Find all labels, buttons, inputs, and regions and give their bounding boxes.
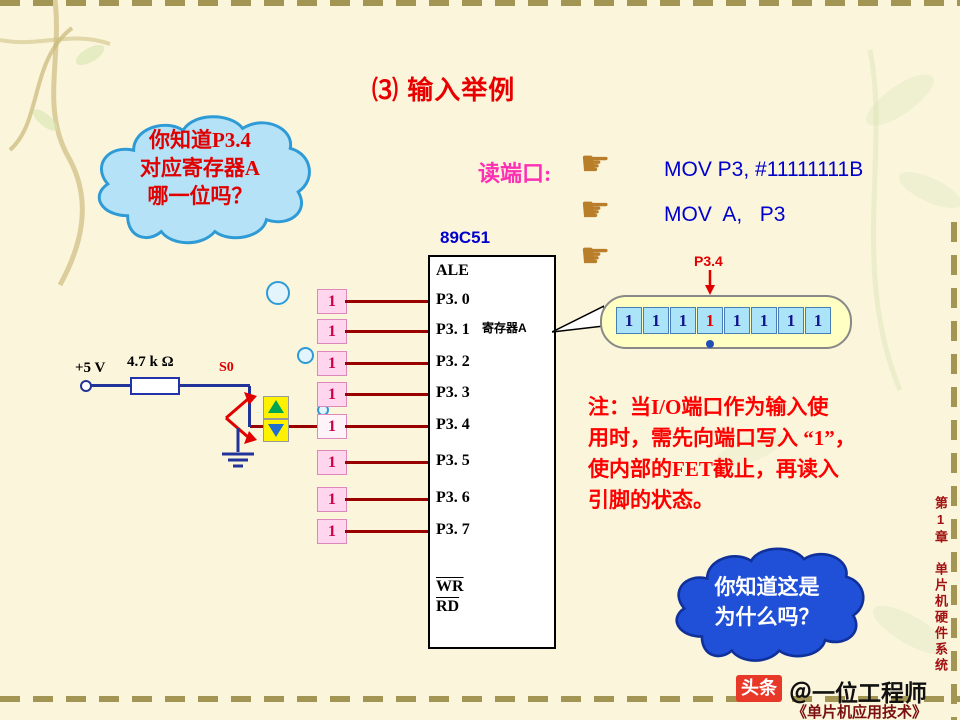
read-port-label: 读端口: xyxy=(478,161,552,186)
wire-resistor-to-node xyxy=(178,384,250,387)
pin-label-p3-0: P3. 0 xyxy=(436,291,470,308)
wire-p3-7 xyxy=(345,530,428,533)
footer-handle: ＠一位工程师 xyxy=(789,680,927,706)
note-line-2: 用时，需先向端口写入 “1”， xyxy=(588,426,856,450)
top-dash-border xyxy=(0,0,960,6)
wire-p3-4 xyxy=(345,425,428,428)
chapter-sidebar-text: 第1章 单片机硬件系统 xyxy=(933,496,948,674)
switch-toggle-icon xyxy=(225,392,257,444)
register-bit-0: 1 xyxy=(805,307,831,334)
pin-label-p3-2: P3. 2 xyxy=(436,353,470,370)
toutiao-logo: 头条 xyxy=(736,675,782,702)
toggle-up-button xyxy=(263,396,289,419)
switch-label: S0 xyxy=(219,360,234,375)
register-bit-7: 1 xyxy=(616,307,642,334)
register-a-label: 寄存器A xyxy=(482,321,527,335)
question-cloud-text: 你知道P3.4 对应寄存器A 哪一位吗？ xyxy=(100,126,300,210)
pin-label-p3-6: P3. 6 xyxy=(436,489,470,506)
wire-node-down xyxy=(248,386,251,427)
pin-label-ale: ALE xyxy=(436,262,469,279)
register-bit-1: 1 xyxy=(778,307,804,334)
register-bits-row: 1 1 1 1 1 1 1 1 xyxy=(616,307,831,334)
register-bit-6: 1 xyxy=(643,307,669,334)
resistor-label: 4.7 k Ω xyxy=(127,354,174,370)
answer-cloud-shape xyxy=(675,547,865,662)
pin-label-p3-3: P3. 3 xyxy=(436,384,470,401)
cloud-tail-bubble-large xyxy=(266,281,290,305)
pin-value-box-5: 1 xyxy=(317,450,347,475)
cloud-tail-bubble-medium xyxy=(297,347,314,364)
toggle-down-button xyxy=(263,419,289,442)
question-line-3: 哪一位吗？ xyxy=(147,184,253,208)
hand-pointer-icon: ☛ xyxy=(580,237,611,275)
pin-label-p3-7: P3. 7 xyxy=(436,521,470,538)
footer-book-title: 《单片机应用技术》 xyxy=(792,705,928,720)
question-line-1: 你知道P3.4 xyxy=(148,128,252,152)
pin-label-p3-4: P3. 4 xyxy=(436,416,470,433)
note-block: 注：当I/O端口作为输入使 用时，需先向端口写入 “1”， 使内部的FET截止，… xyxy=(588,392,940,516)
wire-p3-1 xyxy=(345,330,428,333)
bottom-dash-border xyxy=(0,696,960,702)
pin-value-box-4: 1 xyxy=(317,414,347,439)
pin-value-box-6: 1 xyxy=(317,487,347,512)
chip-name-label: 89C51 xyxy=(440,228,491,247)
answer-cloud-text: 你知道这是 为什么吗？ xyxy=(660,572,874,632)
register-bit-4-highlight: 1 xyxy=(697,307,723,334)
corner-branch-decoration xyxy=(0,0,111,287)
pin-value-box-3: 1 xyxy=(317,382,347,407)
p3-4-arrow-down-icon xyxy=(705,270,715,295)
down-arrow-icon xyxy=(268,424,284,437)
note-line-1: 注：当I/O端口作为输入使 xyxy=(588,395,829,419)
vcc-label: +5 V xyxy=(75,360,106,376)
ground-icon xyxy=(222,428,254,468)
up-arrow-icon xyxy=(268,400,284,413)
wire-p3-2 xyxy=(345,362,428,365)
hand-pointer-icon: ☛ xyxy=(580,145,611,183)
wire-p3-5 xyxy=(345,461,428,464)
wire-p3-6 xyxy=(345,498,428,501)
bit-marker-dot xyxy=(706,340,714,348)
pin-label-wr: WR xyxy=(436,578,464,595)
note-line-3: 使内部的FET截止，再读入 xyxy=(588,457,839,481)
register-callout-beak xyxy=(552,305,604,333)
wire-p3-0 xyxy=(345,300,428,303)
question-line-2: 对应寄存器A xyxy=(139,156,261,180)
register-bit-5: 1 xyxy=(670,307,696,334)
pin-value-box-2: 1 xyxy=(317,351,347,376)
answer-line-1: 你知道这是 xyxy=(714,575,820,599)
pin-value-box-0: 1 xyxy=(317,289,347,314)
question-cloud-shape xyxy=(97,115,311,245)
pin-value-box-7: 1 xyxy=(317,519,347,544)
instruction-mov-a: MOV A, P3 xyxy=(664,203,786,226)
p3-4-pointer-label: P3.4 xyxy=(694,253,723,269)
chip-body xyxy=(428,255,556,649)
pin-label-p3-1: P3. 1 xyxy=(436,321,470,338)
wire-vcc-to-resistor xyxy=(90,384,130,387)
pin-value-box-1: 1 xyxy=(317,319,347,344)
pin-label-p3-5: P3. 5 xyxy=(436,452,470,469)
wire-p3-3 xyxy=(345,393,428,396)
leaf-watermark-decoration xyxy=(715,49,960,655)
right-dash-border xyxy=(951,222,957,720)
answer-line-2: 为什么吗？ xyxy=(714,605,820,629)
resistor-icon xyxy=(130,377,180,395)
page-title: ⑶ 输入举例 xyxy=(372,75,516,105)
register-bit-2: 1 xyxy=(751,307,777,334)
register-bit-3: 1 xyxy=(724,307,750,334)
instruction-mov-p3: MOV P3, #11111111B xyxy=(664,158,864,181)
hand-pointer-icon: ☛ xyxy=(580,191,611,229)
pin-label-rd: RD xyxy=(436,598,460,615)
note-line-4: 引脚的状态。 xyxy=(588,488,714,512)
